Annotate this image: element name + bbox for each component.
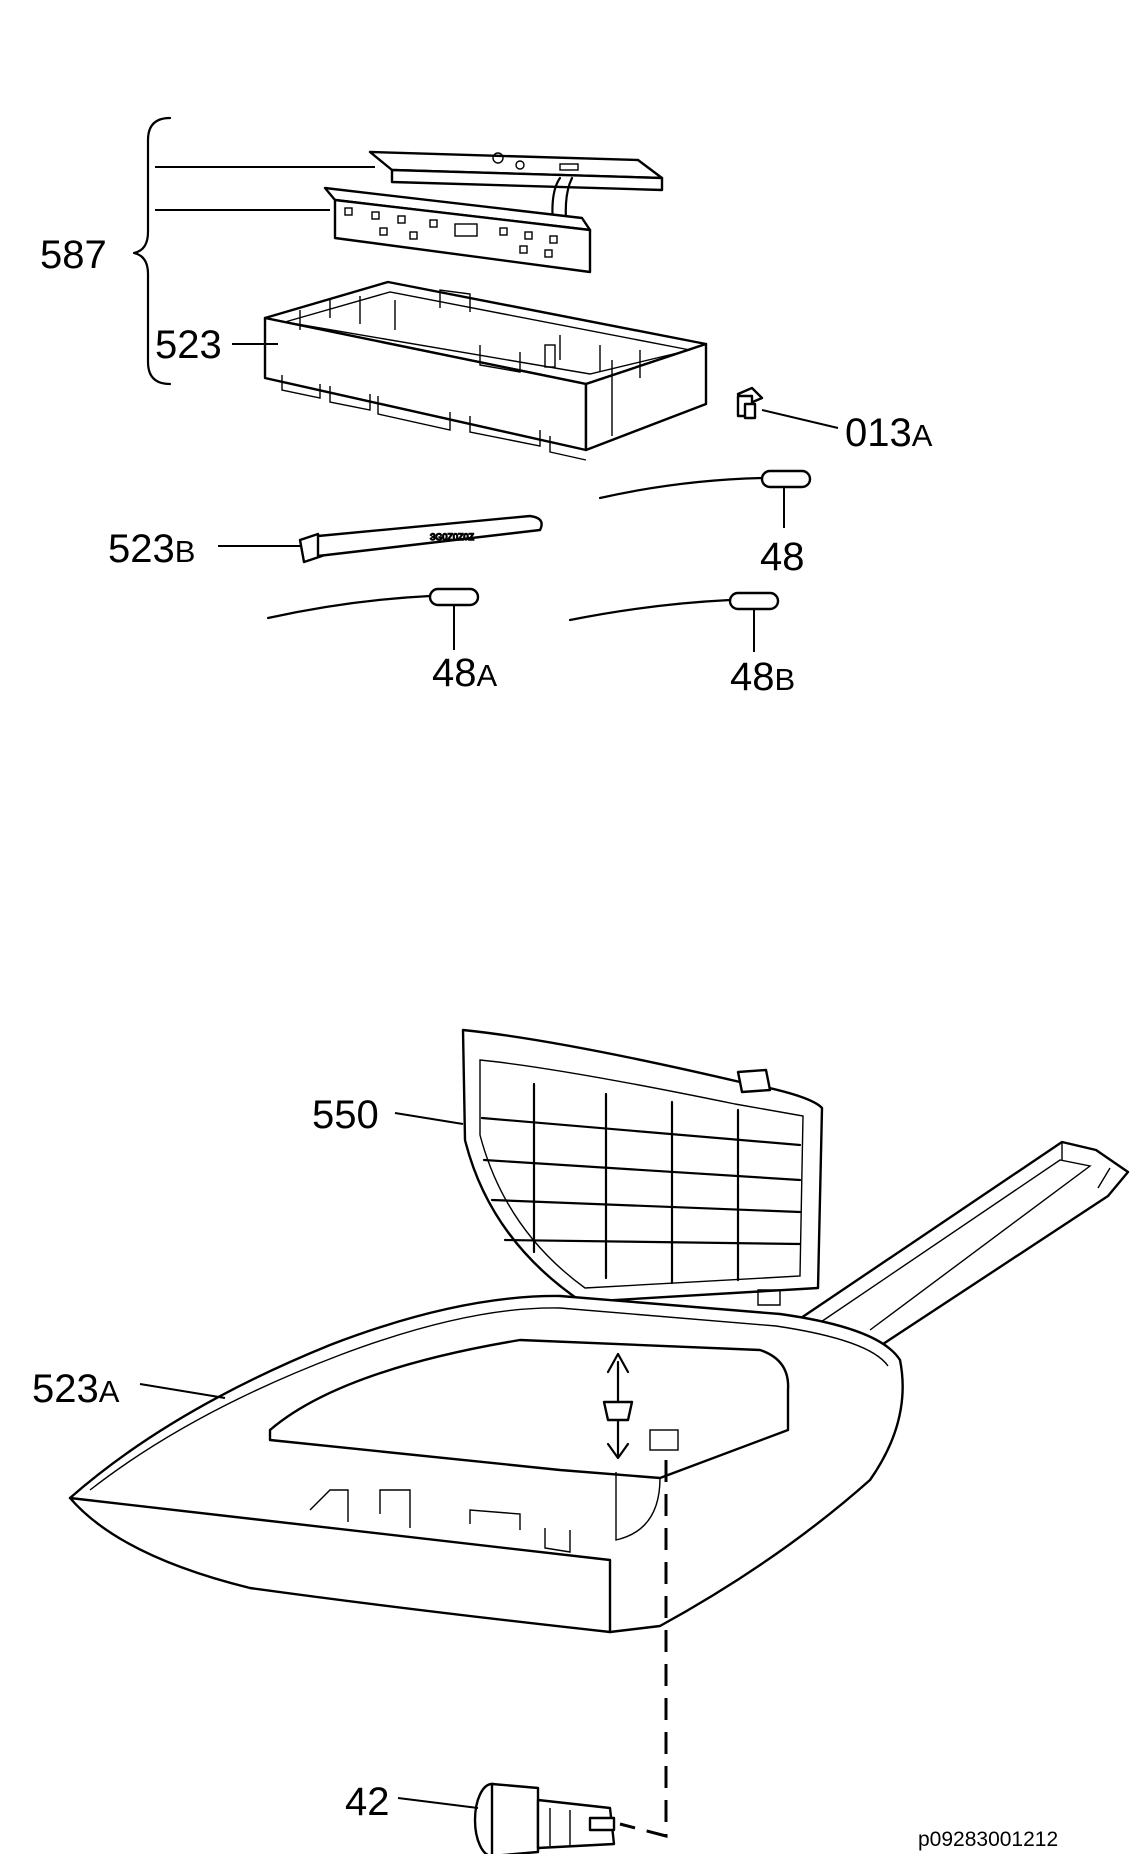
lamp-holder-42 bbox=[397, 1782, 616, 1858]
label-523: 523 bbox=[155, 323, 222, 367]
assembly-dashed-line bbox=[619, 1460, 668, 1838]
temperature-sensor-48b bbox=[568, 591, 780, 652]
temperature-sensor-48 bbox=[598, 469, 812, 528]
label-48a: 48A bbox=[432, 651, 498, 695]
label-523b: 523B bbox=[108, 527, 195, 571]
push-button-013a bbox=[736, 386, 839, 429]
label-013a: 013A bbox=[845, 411, 933, 455]
label-42: 42 bbox=[345, 1780, 390, 1824]
label-523a: 523A bbox=[32, 1367, 120, 1411]
drawing-reference-code: p09283001212 bbox=[918, 1828, 1058, 1851]
housing-tray-523a bbox=[68, 1140, 1130, 1634]
label-48: 48 bbox=[760, 535, 805, 579]
label-550: 550 bbox=[312, 1093, 379, 1137]
air-grille-lid-550 bbox=[461, 1028, 824, 1316]
assembly-587-bracket bbox=[132, 116, 172, 386]
temperature-sensor-48a bbox=[266, 587, 480, 650]
leader-523a bbox=[139, 1383, 226, 1399]
display-panel bbox=[323, 186, 592, 274]
svg-text:ЗG0Z0Z0Z: ЗG0Z0Z0Z bbox=[430, 532, 474, 542]
control-circuit-board bbox=[368, 150, 664, 242]
label-587: 587 bbox=[40, 233, 107, 277]
sensor-holder-523b: ЗG0Z0Z0Z bbox=[218, 514, 543, 564]
leader-550 bbox=[394, 1112, 464, 1125]
control-housing-box bbox=[263, 280, 708, 461]
label-48b: 48B bbox=[730, 655, 795, 699]
